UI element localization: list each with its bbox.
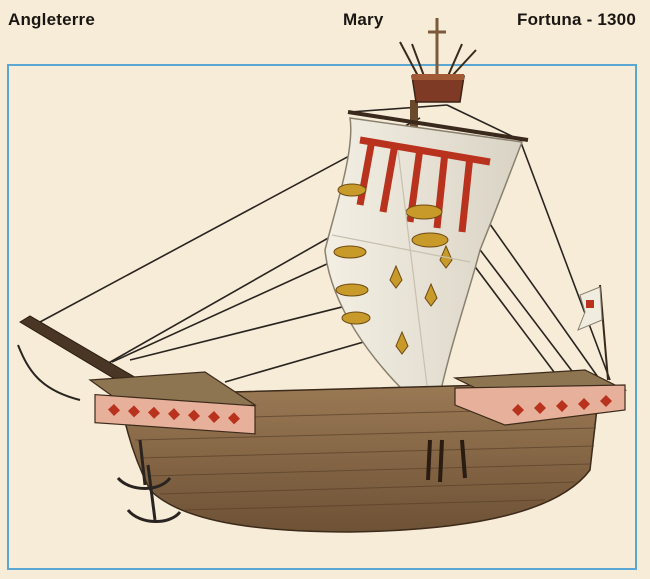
country-label: Angleterre	[8, 10, 96, 29]
oars	[426, 439, 467, 483]
aftcastle	[452, 369, 628, 426]
sail	[324, 117, 524, 422]
flag-icon	[577, 284, 609, 381]
ship-name: Mary	[343, 10, 384, 29]
forecastle	[88, 371, 257, 435]
illustration-frame	[7, 64, 637, 570]
ship-type-year: Fortuna - 1300	[517, 10, 636, 29]
crows-nest	[399, 18, 477, 103]
rigging	[39, 104, 611, 383]
anchor-icon	[116, 439, 182, 523]
